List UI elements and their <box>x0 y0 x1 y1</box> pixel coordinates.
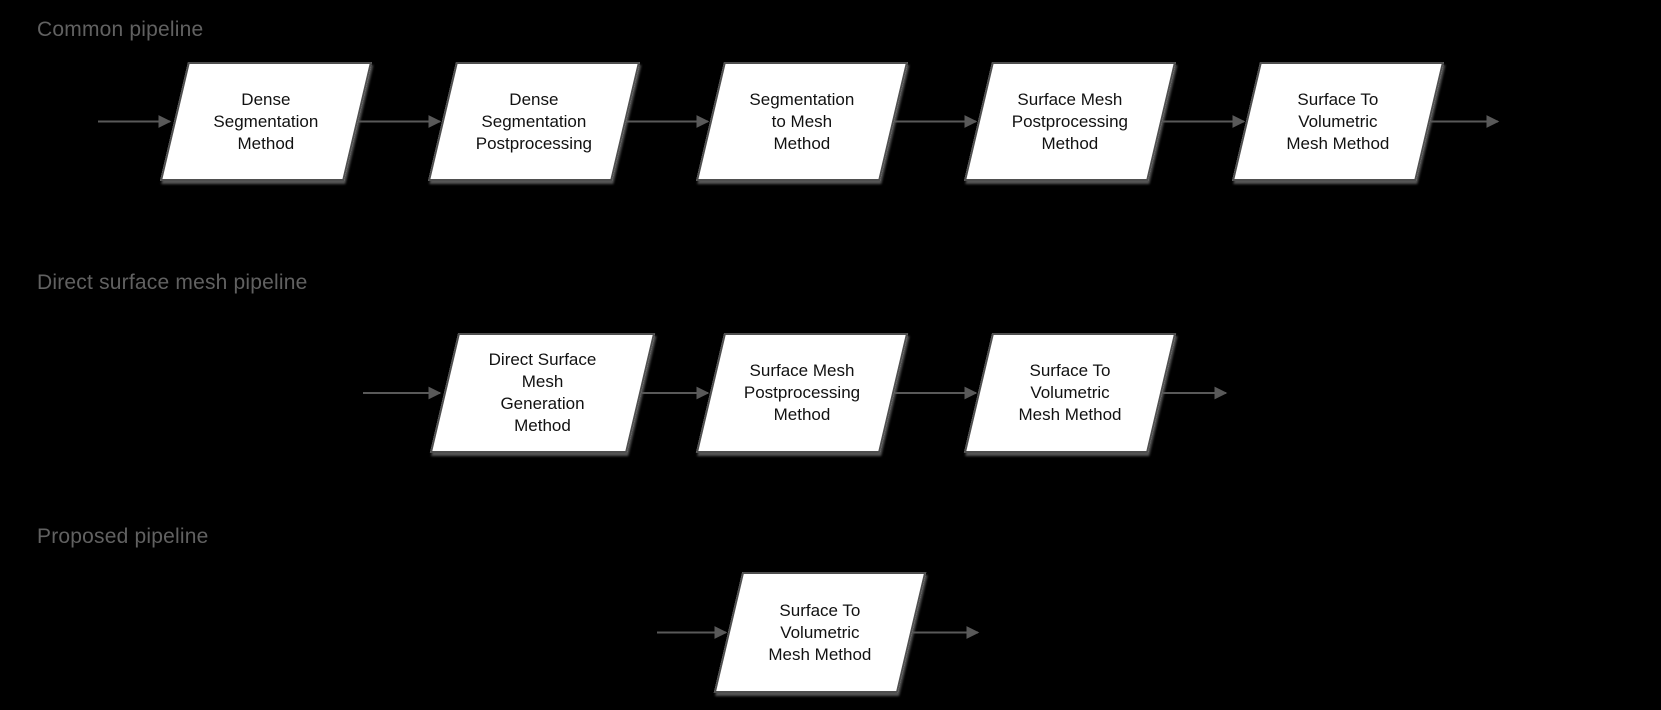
node-label: Segmentation to Mesh Method <box>749 89 855 153</box>
section-title-proposed-pipeline: Proposed pipeline <box>37 525 209 548</box>
node-label: Surface Mesh Postprocessing Method <box>743 361 861 424</box>
node-label: Dense Segmentation Method <box>213 89 319 153</box>
node-label: Surface To Volumetric Mesh Method <box>1018 361 1122 424</box>
node-surface-mesh-postprocessing-method: Surface Mesh Postprocessing Method <box>963 62 1177 181</box>
node-segmentation-to-mesh-method: Segmentation to Mesh Method <box>695 62 909 181</box>
node-surface-mesh-postprocessing-method-2: Surface Mesh Postprocessing Method <box>695 333 909 453</box>
node-dense-segmentation-postprocessing: Dense Segmentation Postprocessing <box>427 62 641 181</box>
node-direct-surface-mesh-generation-method: Direct Surface Mesh Generation Method <box>429 333 656 453</box>
node-label: Surface Mesh Postprocessing Method <box>1011 89 1129 153</box>
section-title-common-pipeline: Common pipeline <box>37 18 204 41</box>
node-label: Surface To Volumetric Mesh Method <box>1286 89 1390 153</box>
section-title-direct-surface-mesh-pipeline: Direct surface mesh pipeline <box>37 271 308 294</box>
node-label: Dense Segmentation Postprocessing <box>475 89 593 153</box>
node-surface-to-volumetric-mesh-method-3: Surface To Volumetric Mesh Method <box>713 572 927 693</box>
node-surface-to-volumetric-mesh-method: Surface To Volumetric Mesh Method <box>1231 62 1445 181</box>
node-dense-segmentation-method: Dense Segmentation Method <box>159 62 373 181</box>
node-label: Surface To Volumetric Mesh Method <box>768 600 872 664</box>
node-label: Direct Surface Mesh Generation Method <box>488 350 597 435</box>
node-surface-to-volumetric-mesh-method-2: Surface To Volumetric Mesh Method <box>963 333 1177 453</box>
